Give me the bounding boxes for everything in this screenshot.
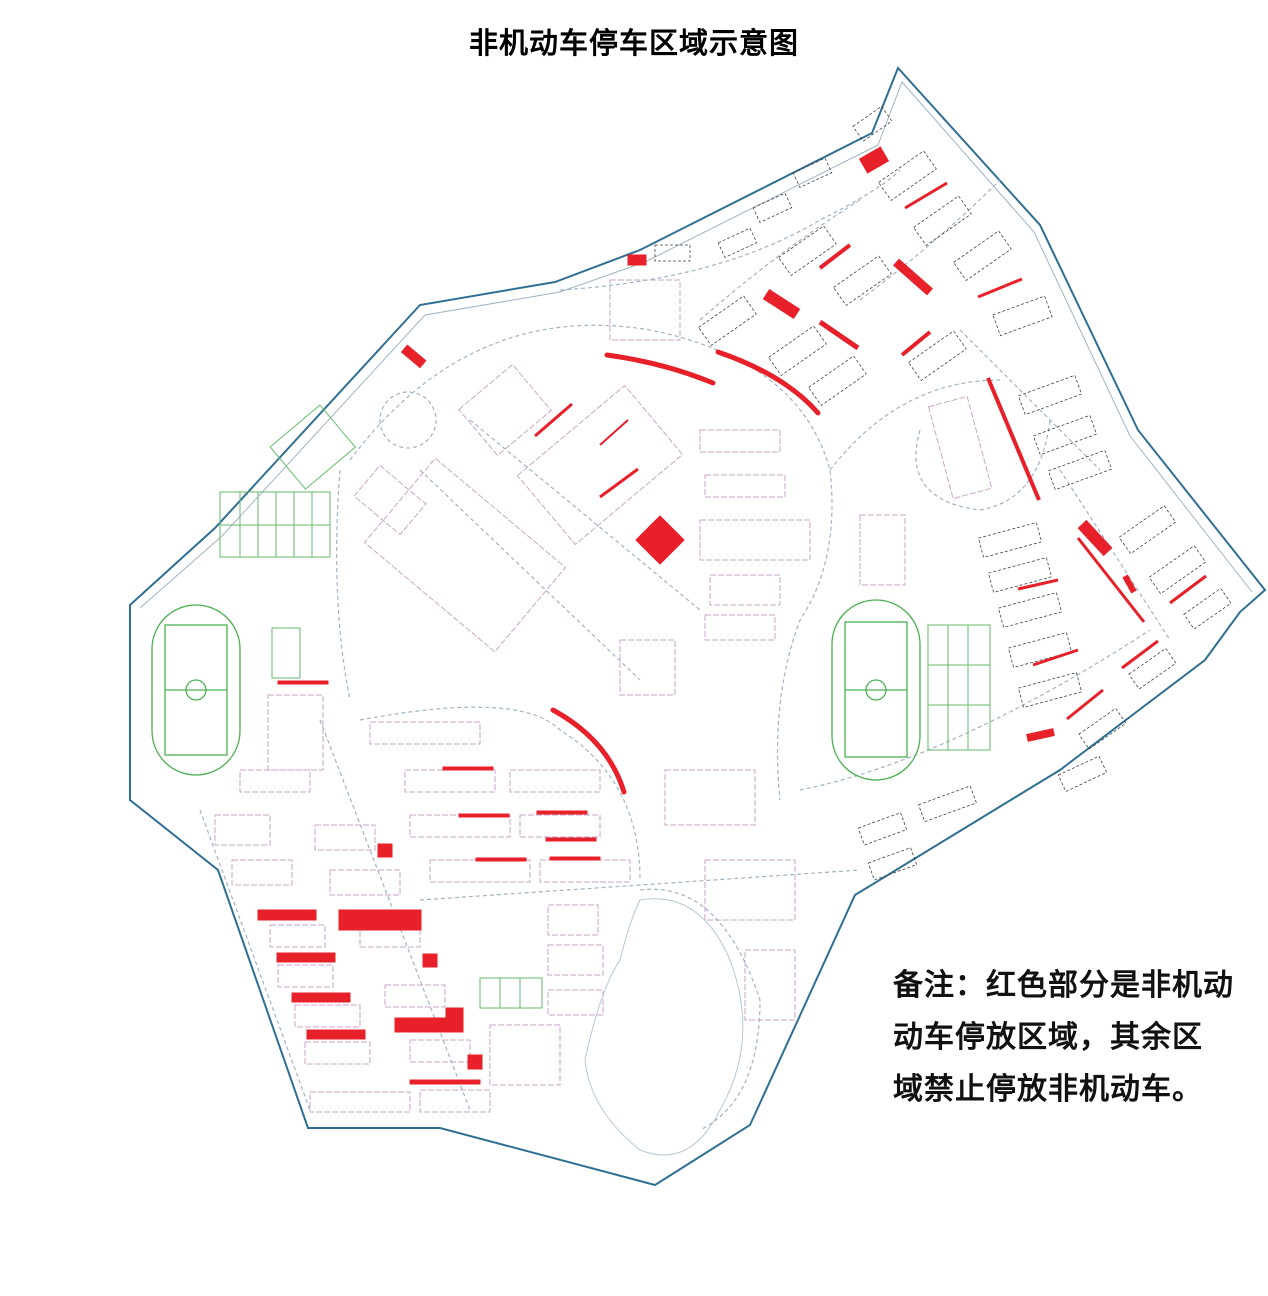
parking-zone — [977, 277, 1023, 299]
remark-line: 备注：红色部分是非机动 — [893, 968, 1234, 1003]
parking-zone — [1077, 519, 1113, 557]
parking-zone — [277, 680, 329, 685]
dormitory-blocks — [654, 105, 1232, 881]
lake — [584, 898, 744, 1156]
parking-zone — [858, 146, 890, 174]
parking-zone — [549, 856, 601, 861]
parking-zone — [1066, 688, 1104, 721]
remark-line: 域禁止停放非机动车。 — [893, 1072, 1203, 1107]
parking-zone — [338, 909, 422, 931]
parking-zone — [257, 909, 317, 921]
parking-zone — [550, 707, 627, 795]
parking-zone — [442, 766, 494, 771]
parking-zone — [599, 467, 639, 499]
parking-zone — [900, 330, 932, 357]
parking-zone — [545, 837, 597, 842]
sports-field-west — [151, 604, 241, 776]
parking-zone — [536, 810, 588, 815]
parking-zone — [377, 843, 393, 858]
parking-zone — [475, 857, 527, 862]
parking-zone — [818, 243, 852, 270]
roads — [199, 169, 1171, 1131]
parking-zone — [1076, 537, 1146, 623]
boundary-inner-edge — [139, 81, 1253, 609]
parking-zone — [458, 813, 510, 818]
parking-zone — [422, 953, 438, 968]
parking-zone — [762, 288, 801, 320]
parking-zone — [534, 402, 573, 438]
parking-zone — [409, 1079, 481, 1085]
parking-zone — [276, 952, 336, 963]
remark-line: 动车停放区域，其余区 — [893, 1020, 1203, 1055]
parking-zone — [1121, 639, 1159, 670]
parking-zone — [1169, 574, 1207, 605]
parking-zones — [257, 146, 1207, 1085]
sports-field-east — [831, 599, 921, 781]
campus-boundary — [129, 66, 1267, 1187]
parking-zone — [291, 992, 351, 1003]
parking-zone — [818, 319, 860, 351]
parking-zone — [893, 258, 933, 296]
parking-zone — [715, 349, 821, 416]
parking-zone — [306, 1029, 366, 1040]
map-title: 非机动车停车区域示意图 — [468, 26, 799, 60]
parking-zone — [627, 254, 647, 266]
remark-note: 备注：红色部分是非机动 动车停放区域，其余区 域禁止停放非机动车。 — [893, 960, 1234, 1116]
parking-zone — [1122, 574, 1137, 594]
parking-zone — [445, 1007, 464, 1033]
parking-zone — [986, 377, 1041, 501]
parking-zone — [1032, 648, 1079, 667]
parking-zone — [1017, 578, 1059, 591]
parking-zone — [467, 1054, 483, 1070]
parking-zone — [599, 419, 629, 446]
basketball-courts — [219, 404, 991, 1009]
parking-zone — [400, 344, 427, 369]
parking-zone — [1026, 728, 1055, 742]
parking-zone — [635, 515, 685, 565]
parking-zone — [604, 352, 716, 386]
parking-zone — [904, 181, 948, 210]
